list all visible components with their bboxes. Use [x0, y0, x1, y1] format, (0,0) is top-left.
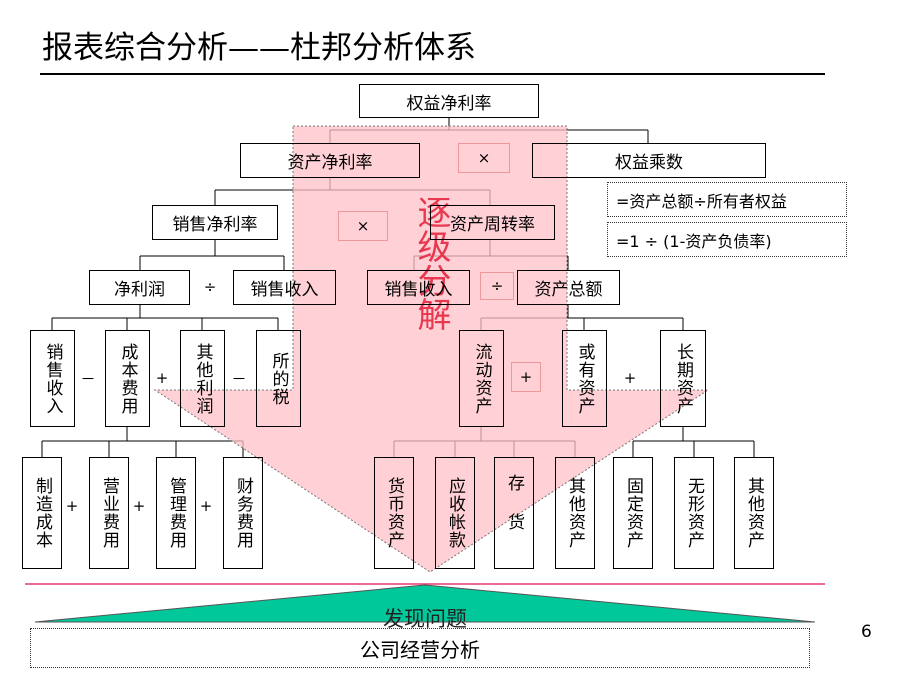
- l5-receivables-box: 应收帐款: [435, 457, 475, 569]
- l4-sales-revenue-box: 销售收入: [30, 330, 75, 427]
- l5-fixed-assets-box: 固定资产: [613, 457, 653, 569]
- times-operator-2: ×: [338, 211, 388, 241]
- roe-label: 权益净利率: [406, 93, 492, 114]
- l5-other-current-box: 其他资产: [555, 457, 595, 569]
- l4-current-assets-box: 流动资产: [459, 330, 504, 427]
- net-margin-box: 销售净利率: [152, 205, 278, 240]
- l5-inventory-box: 存货: [494, 457, 534, 569]
- minus-operator-1: －: [80, 369, 96, 388]
- page-number: 6: [861, 622, 872, 642]
- l5-manufacturing-cost-box: 制造成本: [22, 457, 62, 569]
- slide-title: 报表综合分析——杜邦分析体系: [42, 30, 476, 66]
- roa-label: 资产净利率: [287, 153, 373, 173]
- minus-operator-2: －: [231, 369, 247, 388]
- sales-revenue-box-2: 销售收入: [367, 270, 470, 305]
- formula-equity: =资产总额÷所有者权益: [607, 182, 847, 217]
- roa-box: 资产净利率: [240, 143, 420, 178]
- l5-cash-box: 货币资产: [374, 457, 414, 569]
- divide-operator-1: ÷: [203, 278, 217, 296]
- asset-turnover-label: 资产周转率: [450, 215, 535, 235]
- arrow-label: 逐级分解: [411, 195, 451, 331]
- bottom-triangle: [34, 584, 816, 623]
- plus-operator-4: +: [65, 497, 79, 515]
- equity-multiplier-box: 权益乘数: [532, 143, 766, 178]
- sales-revenue-box-1: 销售收入: [233, 270, 336, 305]
- analysis-box: 公司经营分析: [30, 628, 810, 668]
- equity-multiplier-label: 权益乘数: [615, 153, 683, 173]
- decompose-arrow: [153, 125, 710, 573]
- divide-operator-2: ÷: [480, 272, 514, 300]
- l5-operating-expense-box: 营业费用: [89, 457, 129, 569]
- l4-income-tax-box: 所的税: [256, 330, 301, 427]
- l4-long-term-assets-box: 长期资产: [660, 330, 706, 427]
- plus-operator-3: +: [623, 369, 637, 387]
- plus-operator-5: +: [132, 497, 146, 515]
- l5-admin-expense-box: 管理费用: [156, 457, 196, 569]
- total-assets-box: 资产总额: [517, 270, 620, 305]
- l5-intangible-assets-box: 无形资产: [674, 457, 714, 569]
- l4-contingent-assets-box: 或有资产: [562, 330, 607, 427]
- l5-other-long-term-box: 其他资产: [734, 457, 774, 569]
- l5-finance-expense-box: 财务费用: [223, 457, 263, 569]
- l4-cost-expense-box: 成本费用: [105, 330, 150, 427]
- triangle-label: 发现问题: [383, 607, 467, 631]
- plus-operator-1: +: [155, 369, 169, 387]
- times-operator-1: ×: [458, 143, 510, 173]
- plus-operator-6: +: [199, 497, 213, 515]
- net-profit-box: 净利润: [89, 270, 190, 305]
- plus-operator-2: +: [511, 362, 541, 392]
- l4-other-profit-box: 其他利润: [180, 330, 225, 427]
- roe-box: 权益净利率: [359, 84, 539, 118]
- asset-turnover-box: 资产周转率: [430, 205, 555, 240]
- formula-debt: =1 ÷ (1-资产负债率): [607, 222, 847, 257]
- title-underline: [40, 73, 825, 75]
- analysis-label: 公司经营分析: [360, 637, 480, 662]
- net-margin-label: 销售净利率: [172, 215, 258, 235]
